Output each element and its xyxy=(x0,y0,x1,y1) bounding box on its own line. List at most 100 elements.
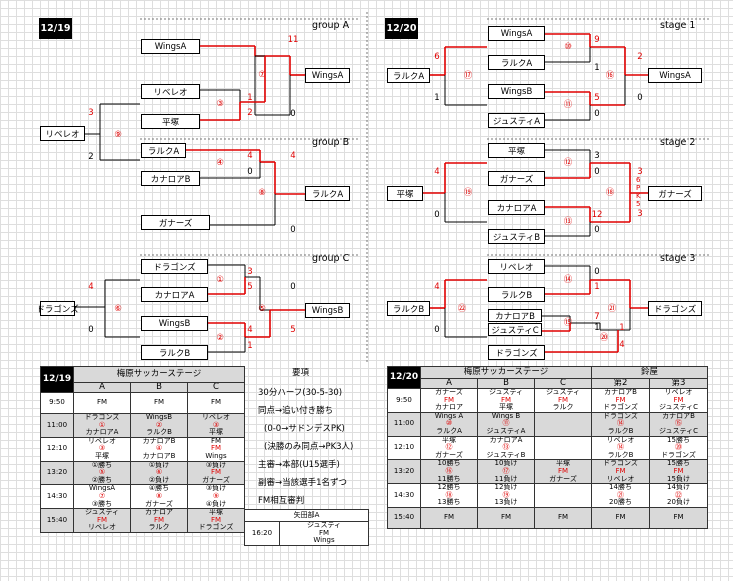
time-slot: 15:40 xyxy=(387,506,421,529)
schedule-cell-line: FM xyxy=(557,395,569,404)
s2-canarroA: カナロアA xyxy=(488,200,545,215)
schedule-cell-line: ③ xyxy=(98,444,106,453)
schedule-cell-line: 15勝ち xyxy=(667,436,690,444)
match-number: ⑧ xyxy=(258,188,266,198)
team-laluzB: ラルクB xyxy=(141,345,208,360)
notes-title: 要項 xyxy=(292,368,310,378)
schedule-cell-line: ガナーズ xyxy=(435,388,463,396)
score: 0 xyxy=(594,109,600,119)
column-header: C xyxy=(534,378,592,389)
schedule-cell-line: ③負け xyxy=(205,484,227,493)
s3-dragons: ドラゴンズ xyxy=(488,345,545,360)
team-canarroA: カナロアA xyxy=(141,287,208,302)
match-number: ⑳ xyxy=(599,333,609,343)
date-badge-1219: 12/19 xyxy=(39,18,72,39)
schedule-cell-line: FM xyxy=(210,468,222,477)
schedule-cell: FM xyxy=(648,506,709,529)
time-slot: 9:50 xyxy=(387,388,421,413)
schedule-cell-line: ④負け xyxy=(205,499,227,508)
team-laluzA: ラルクA xyxy=(141,143,186,158)
match-number: ⑭ xyxy=(563,275,573,285)
notes-line-2: 同点→追い付き勝ち xyxy=(258,406,334,416)
schedule-cell-line: Wings A xyxy=(434,412,464,420)
score: 0 xyxy=(594,267,600,277)
team-wingsB: WingsB xyxy=(141,316,208,331)
schedule-cell-line: 平塚 xyxy=(499,403,513,412)
schedule-cell-line: ラルクB xyxy=(607,426,634,435)
winner-group-a: WingsA xyxy=(305,68,350,83)
schedule-cell-line: ジュスティ xyxy=(488,388,524,396)
schedule-cell-line: FM xyxy=(153,515,165,524)
schedule-cell: FM xyxy=(420,506,478,529)
schedule-cell-line: ⑧ xyxy=(155,491,163,500)
schedule-cell-line: ガナーズ xyxy=(435,450,463,459)
match-number: ⑱ xyxy=(605,188,615,198)
venue-name: 梅原サッカーステージ xyxy=(73,366,245,383)
schedule-cell-line: ラルク xyxy=(148,523,170,532)
schedule-cell-line: ③勝ち xyxy=(91,499,113,508)
schedule-cell-line: ガナーズ xyxy=(549,474,577,483)
schedule-cell-line: ⑨ xyxy=(212,491,220,500)
schedule-cell-line: カナロア xyxy=(145,508,173,517)
bracket-lines xyxy=(75,12,710,362)
s1-winner: WingsA xyxy=(648,68,702,83)
schedule-cell-line: 14勝ち xyxy=(609,483,632,492)
score: 1 xyxy=(594,323,600,333)
schedule-cell-line: ③ xyxy=(212,420,220,429)
schedule-cell-line: 平塚 xyxy=(442,436,456,444)
schedule-cell-line: ドラゴンズ xyxy=(198,523,234,532)
s3-canarroB: カナロアB xyxy=(488,309,542,322)
schedule-cell-line: 20勝ち xyxy=(609,498,632,507)
schedule-cell-line: ラルクB xyxy=(607,450,634,459)
schedule-cell: FM xyxy=(187,392,245,414)
schedule-cell-line: FM xyxy=(673,395,684,404)
group-b-title: group B xyxy=(312,137,350,148)
schedule-cell: FM xyxy=(130,392,188,414)
schedule-cell-line: ⑦ xyxy=(98,491,106,500)
score: 12 xyxy=(591,210,603,220)
schedule-cell-line: ⑯ xyxy=(445,466,453,475)
team-canarroB: カナロアB xyxy=(141,171,200,186)
schedule-cell-line: WingsB xyxy=(145,413,173,421)
schedule-cell-line: 平塚 xyxy=(95,451,109,460)
schedule-cell-line: ドラゴンズ xyxy=(84,413,120,421)
schedule-cell-line: カナロアA xyxy=(85,428,119,437)
notes-line-3: (0-0→サドンデスPK) xyxy=(264,424,345,434)
schedule-cell-line: ドラゴンズ xyxy=(603,412,638,420)
schedule-cell-line: Wings B xyxy=(491,412,521,420)
schedule-cell-line: ⑥ xyxy=(155,468,163,477)
schedule-cell-line: リベレオ xyxy=(88,523,116,532)
schedule-cell-line: FM xyxy=(615,466,626,475)
time-slot: 13:20 xyxy=(387,459,421,485)
schedule-cell-line: ジュスティ xyxy=(84,508,120,517)
schedule-cell-line: FM xyxy=(673,513,684,522)
group-a-title: group A xyxy=(312,20,350,31)
schedule-cell-line: ジュスティC xyxy=(659,426,698,435)
score: 1 xyxy=(247,341,253,351)
match-number: ⑫ xyxy=(563,158,573,168)
s1-wingsB: WingsB xyxy=(488,84,545,99)
winner-group-b: ラルクA xyxy=(305,186,350,201)
final-dragons: ドラゴンズ xyxy=(36,301,79,316)
schedule-cell-line: ジュスティ xyxy=(306,521,342,529)
score: 1 xyxy=(247,93,253,103)
time-slot: 12:10 xyxy=(387,435,421,461)
schedule-cell-line: カナロアB xyxy=(142,451,176,460)
schedule-cell-line: Wings xyxy=(313,536,335,545)
schedule-cell-line: リベレオ xyxy=(88,437,116,445)
score: 3 xyxy=(637,167,643,177)
schedule-cell-line: FM xyxy=(210,515,222,524)
schedule-cell-line: 14負け xyxy=(667,483,690,492)
venue-name-yatabe: 矢田部A xyxy=(243,509,370,522)
